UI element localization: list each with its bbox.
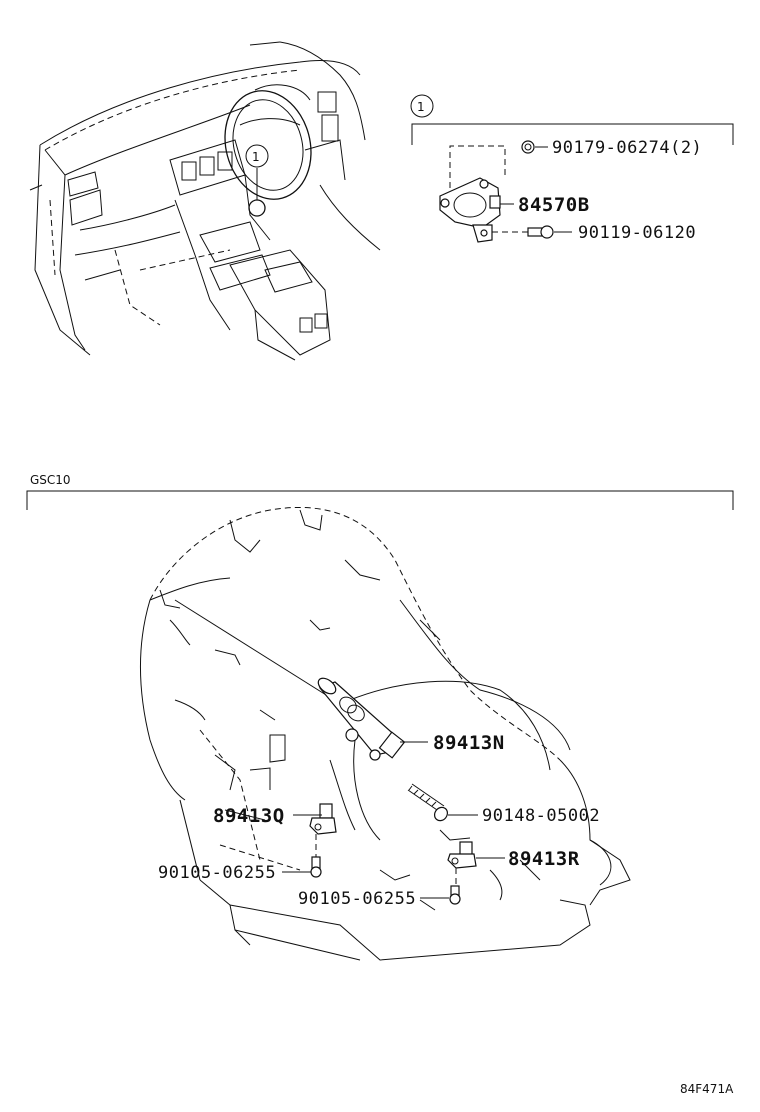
part-number-nut[interactable]: 90179-06274(2)	[552, 138, 702, 158]
bolt-right-icon	[449, 885, 461, 905]
section-bracket	[26, 490, 734, 510]
part-number-speed-sensor-n[interactable]: 89413N	[433, 732, 505, 754]
switch-body-icon	[439, 177, 501, 243]
transmission-illustration	[140, 506, 631, 961]
switch-detail-group: 1 90179-06274(2) 84570B 901	[410, 94, 734, 243]
part-number-bolt-long[interactable]: 90148-05002	[482, 806, 600, 826]
dashboard-callout-number: 1	[252, 150, 260, 164]
speed-sensor-q-icon	[309, 803, 337, 835]
dashboard-illustration: 1	[29, 41, 381, 361]
part-number-speed-sensor-q[interactable]: 89413Q	[213, 805, 285, 827]
part-number-bolt-right[interactable]: 90105-06255	[298, 889, 416, 909]
speed-sensor-n-icon	[317, 677, 406, 761]
bolt-long-icon	[407, 783, 448, 822]
detail-callout-number: 1	[417, 100, 425, 114]
speed-sensor-r-icon	[447, 841, 477, 869]
bolt-icon	[527, 225, 554, 239]
diagram-code: 84F471A	[680, 1082, 734, 1096]
part-number-switch[interactable]: 84570B	[518, 194, 590, 216]
nut-icon	[521, 140, 535, 154]
section-label: GSC10	[30, 473, 71, 487]
part-number-speed-sensor-r[interactable]: 89413R	[508, 848, 580, 870]
bolt-left-icon	[310, 856, 322, 878]
part-number-bolt-left[interactable]: 90105-06255	[158, 863, 276, 883]
part-number-bolt[interactable]: 90119-06120	[578, 223, 696, 243]
